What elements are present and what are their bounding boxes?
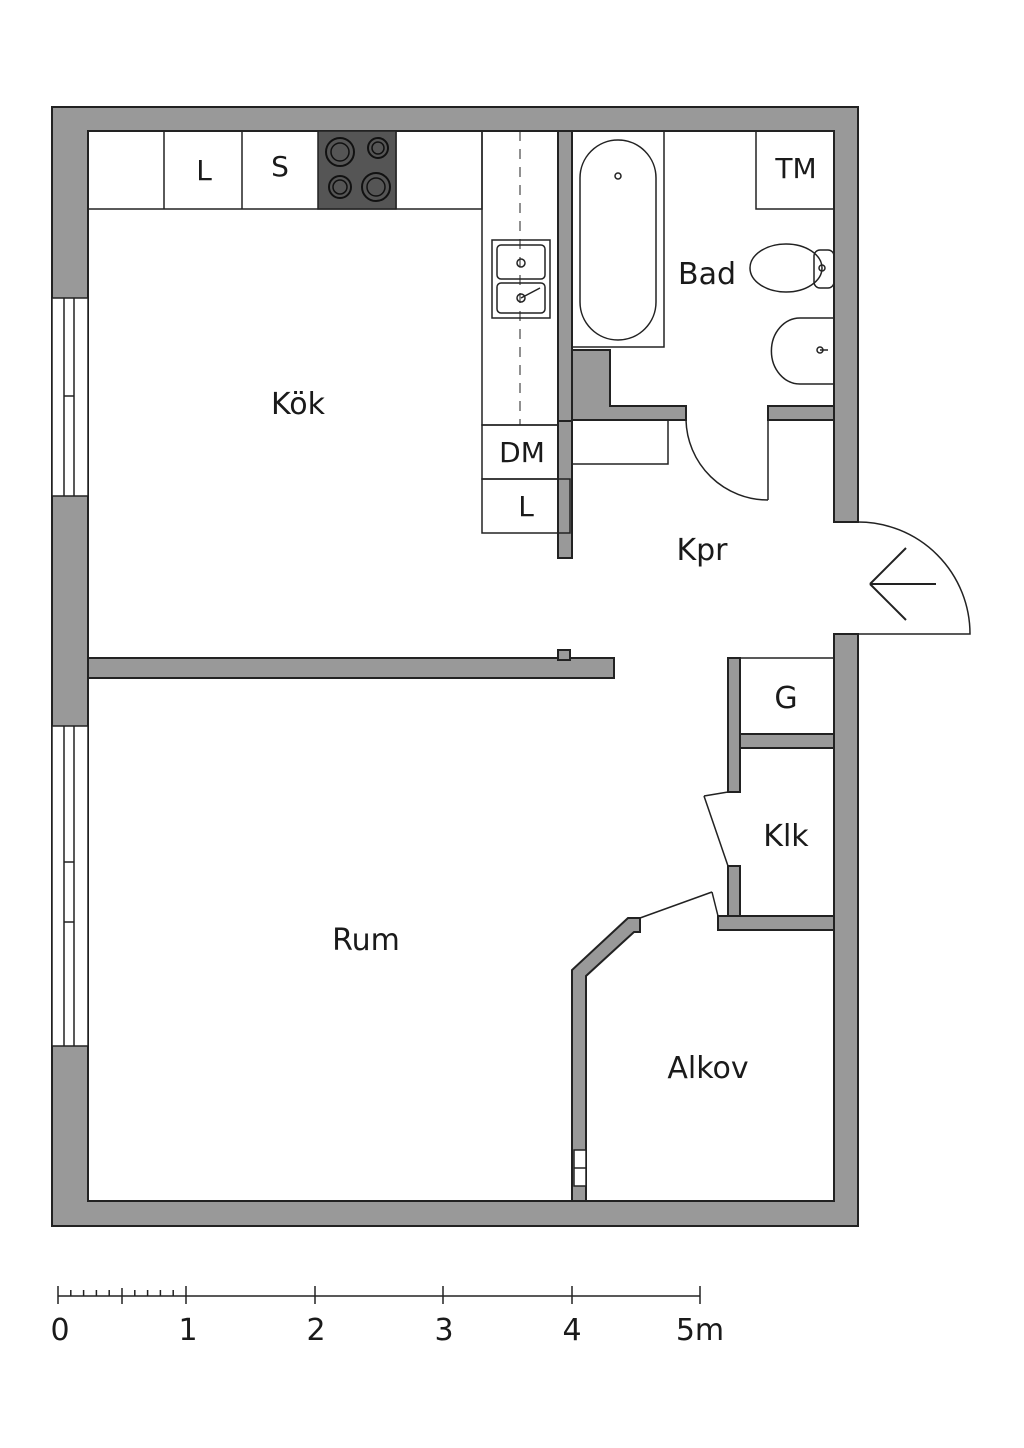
kitchen-label: Kök [271,387,326,422]
scale-label: 2 [306,1313,325,1348]
alcove-door [639,891,719,919]
wall-stub [557,649,571,661]
bathtub-frame [571,130,665,348]
kitchen-living-wall [87,657,615,679]
storage-wall-left [727,657,741,793]
wardrobe-box [739,657,835,735]
kitchen-sink-icon [491,239,551,319]
toilet-icon [749,243,835,293]
scale-label: 3 [434,1313,453,1348]
bath-wall-shaft [571,349,687,421]
scale-bar [57,1286,701,1304]
doors [639,419,971,919]
scale-label: 0 [50,1313,69,1348]
scale-label: 4 [562,1313,581,1348]
bathroom-door [685,419,769,501]
storage-wall-left-lower [727,865,741,919]
freezer-label: S [271,150,289,183]
living-window [51,725,89,1047]
bath-fixtures [571,130,835,385]
bathtub-icon [579,139,657,341]
bath-wall-left [557,130,573,422]
bath-label: Bad [678,257,736,292]
scale-label: 5m [676,1313,724,1348]
entrance-arrow-icon [869,547,936,621]
closet-door [703,791,729,867]
dishwasher-label: DM [499,436,545,469]
wardrobe-label: G [774,681,797,716]
washbasin-icon [770,317,834,385]
scale-labels: 0 1 2 3 4 5m [50,1313,724,1348]
closet-label: Klk [763,819,809,854]
hall-cupboard [571,419,669,465]
alcove-window [573,1149,587,1187]
fridge-label: L [196,154,212,187]
walls [51,106,859,1227]
washer-box [755,130,835,210]
kitchen-cabinet-label: L [518,490,534,523]
entrance-opening [833,523,860,633]
windows [51,297,587,1187]
entrance-door [857,521,971,635]
stove-icon [317,130,397,210]
washer-label: TM [774,152,816,185]
storage-wall-mid [739,733,835,749]
closet-wall-bottom [717,915,835,931]
bath-wall-bottom-right [767,405,835,421]
living-room-label: Rum [332,923,400,958]
cabinet-box [481,478,571,534]
kitchen-window [51,297,89,497]
alcove-label: Alkov [667,1051,748,1086]
kitchen-fixtures [87,130,571,534]
hall-label: Kpr [676,533,728,568]
scale-label: 1 [178,1313,197,1348]
